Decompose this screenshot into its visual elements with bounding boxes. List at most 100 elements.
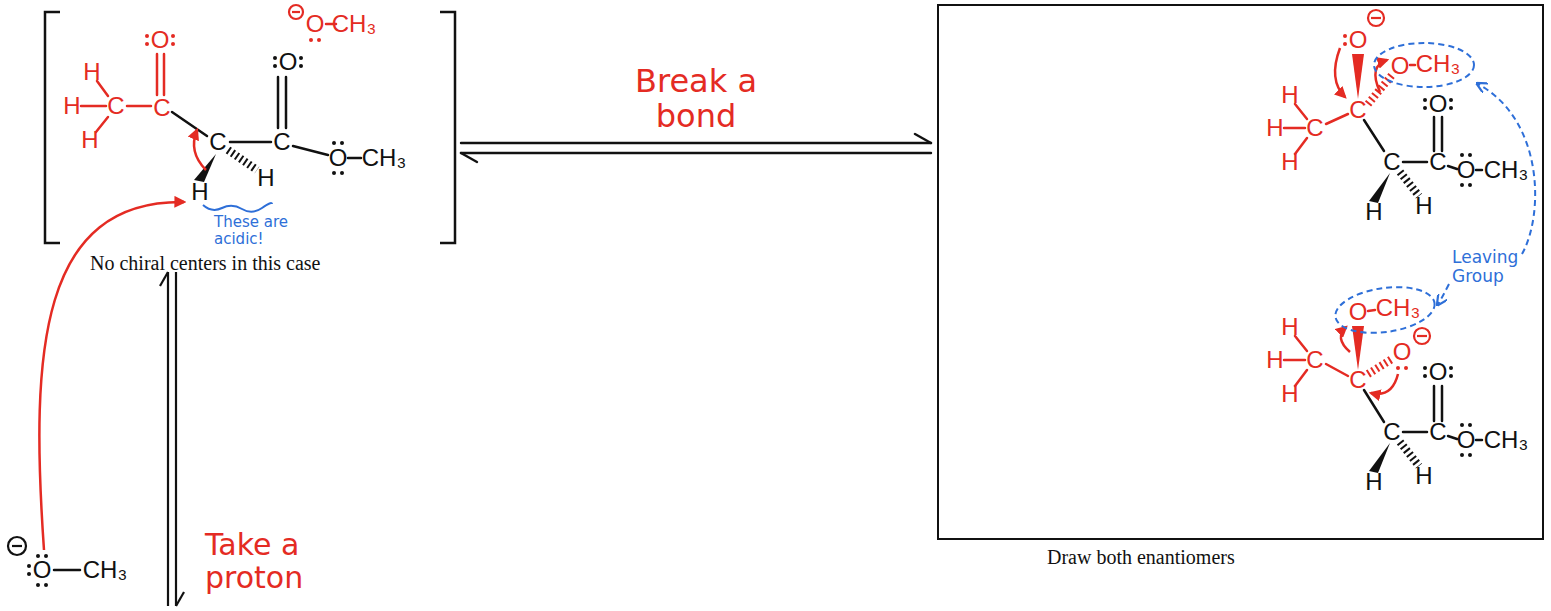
lone-pair [1449, 106, 1453, 110]
lone-pair [1343, 34, 1347, 38]
red-bond [1410, 64, 1415, 67]
lone-pair [27, 56, 344, 587]
atom-label: H [1281, 150, 1298, 174]
negative-charge [292, 11, 300, 13]
atom-label: C [1429, 150, 1446, 174]
atom-label: C [1349, 368, 1366, 392]
negative-charge [8, 5, 1430, 555]
lone-pair [1449, 98, 1453, 102]
atom-label: H [81, 128, 98, 152]
atom-label: CH₃ [362, 146, 406, 170]
atom-label: CH₃ [1484, 158, 1528, 182]
curved-arrow [1335, 48, 1345, 97]
atom-label: C [273, 130, 290, 154]
caption: No chiral centers in this case [90, 252, 320, 274]
atom-label: O [1349, 28, 1368, 52]
atom-label: C [1349, 98, 1366, 122]
atom-label: O [151, 28, 170, 52]
lone-pair [171, 34, 175, 38]
black-bond [277, 77, 280, 128]
black-bond [1448, 436, 1457, 439]
atom-label: O [329, 146, 348, 170]
atom-label: H [1281, 83, 1298, 107]
lone-pair [1460, 453, 1464, 457]
equilibrium-arrow [461, 153, 477, 162]
bracket [45, 12, 60, 243]
atom-label: H [1281, 382, 1298, 406]
lone-pair [145, 34, 149, 38]
hash-bond [1400, 442, 1419, 466]
equilibrium-arrow [461, 152, 931, 154]
curved-arrow [1371, 374, 1398, 394]
hash-bond [1368, 359, 1392, 374]
atom-label: H [1365, 200, 1382, 224]
hash-bond [1400, 172, 1419, 196]
lone-pair [332, 171, 336, 175]
equilibrium-arrow [461, 142, 931, 144]
lone-pair [27, 572, 31, 576]
negative-charge [1417, 335, 1427, 337]
curved-arrow [1341, 327, 1398, 394]
atom-label: O [306, 12, 325, 36]
atom-label: C [153, 96, 170, 120]
atom-label: H [257, 166, 274, 190]
lone-pair [1468, 183, 1472, 187]
caption: Draw both enantiomers [1047, 546, 1235, 568]
black-bond [1448, 166, 1457, 169]
lone-pair [299, 64, 303, 68]
lone-pair [1423, 98, 1427, 102]
lone-pair [145, 42, 149, 46]
leaving-group-outline [1374, 43, 1474, 87]
leader-arrow [1438, 284, 1449, 304]
red-bond [1368, 310, 1375, 311]
atom-label: CH₃ [332, 12, 376, 36]
lone-pair [1423, 374, 1427, 378]
black-bond [54, 77, 361, 570]
lone-pair [1343, 42, 1347, 46]
red-bond [1326, 114, 1348, 124]
atom-label: O [1349, 300, 1368, 324]
curved-arrow [39, 130, 206, 550]
atom-label: C [107, 94, 124, 118]
lone-pair [317, 38, 321, 42]
atom-label: CH₃ [1376, 296, 1420, 320]
atom-label: C [1383, 420, 1400, 444]
red-bond [163, 54, 166, 95]
equilibrium-arrow [160, 272, 184, 606]
red-bond [127, 105, 151, 108]
red-bond [156, 54, 159, 95]
lone-pair [1449, 374, 1453, 378]
lone-pair [340, 141, 344, 145]
atom-label: C [1429, 420, 1446, 444]
lone-pair [1404, 366, 1408, 370]
black-bond [1403, 431, 1427, 434]
lone-pair [1423, 106, 1427, 110]
negative-charge [289, 5, 303, 19]
black-bond [230, 141, 271, 144]
atom-label: H [1415, 194, 1432, 218]
lone-pair [340, 171, 344, 175]
black-bond [1364, 390, 1384, 422]
brace [203, 203, 272, 212]
lone-pair [1460, 423, 1464, 427]
black-bond [172, 112, 207, 136]
black-bond [1441, 117, 1444, 151]
wedge-bond [1369, 443, 1390, 473]
atom-label: O [1429, 360, 1448, 384]
annotation: These are acidic! [214, 214, 314, 247]
curved-arrow [1335, 48, 1387, 97]
lone-pair [1343, 34, 1347, 46]
lone-pair [1460, 153, 1464, 157]
lone-pair [36, 583, 40, 587]
lone-pair [273, 56, 277, 60]
hash-bond [228, 150, 257, 170]
lone-pair [171, 42, 175, 46]
leaving-group-outline [1332, 281, 1437, 338]
atom-label: H [1266, 116, 1283, 140]
lone-pair [299, 56, 303, 60]
wedge-bond [1352, 54, 1364, 99]
atom-label: CH₃ [83, 558, 127, 582]
